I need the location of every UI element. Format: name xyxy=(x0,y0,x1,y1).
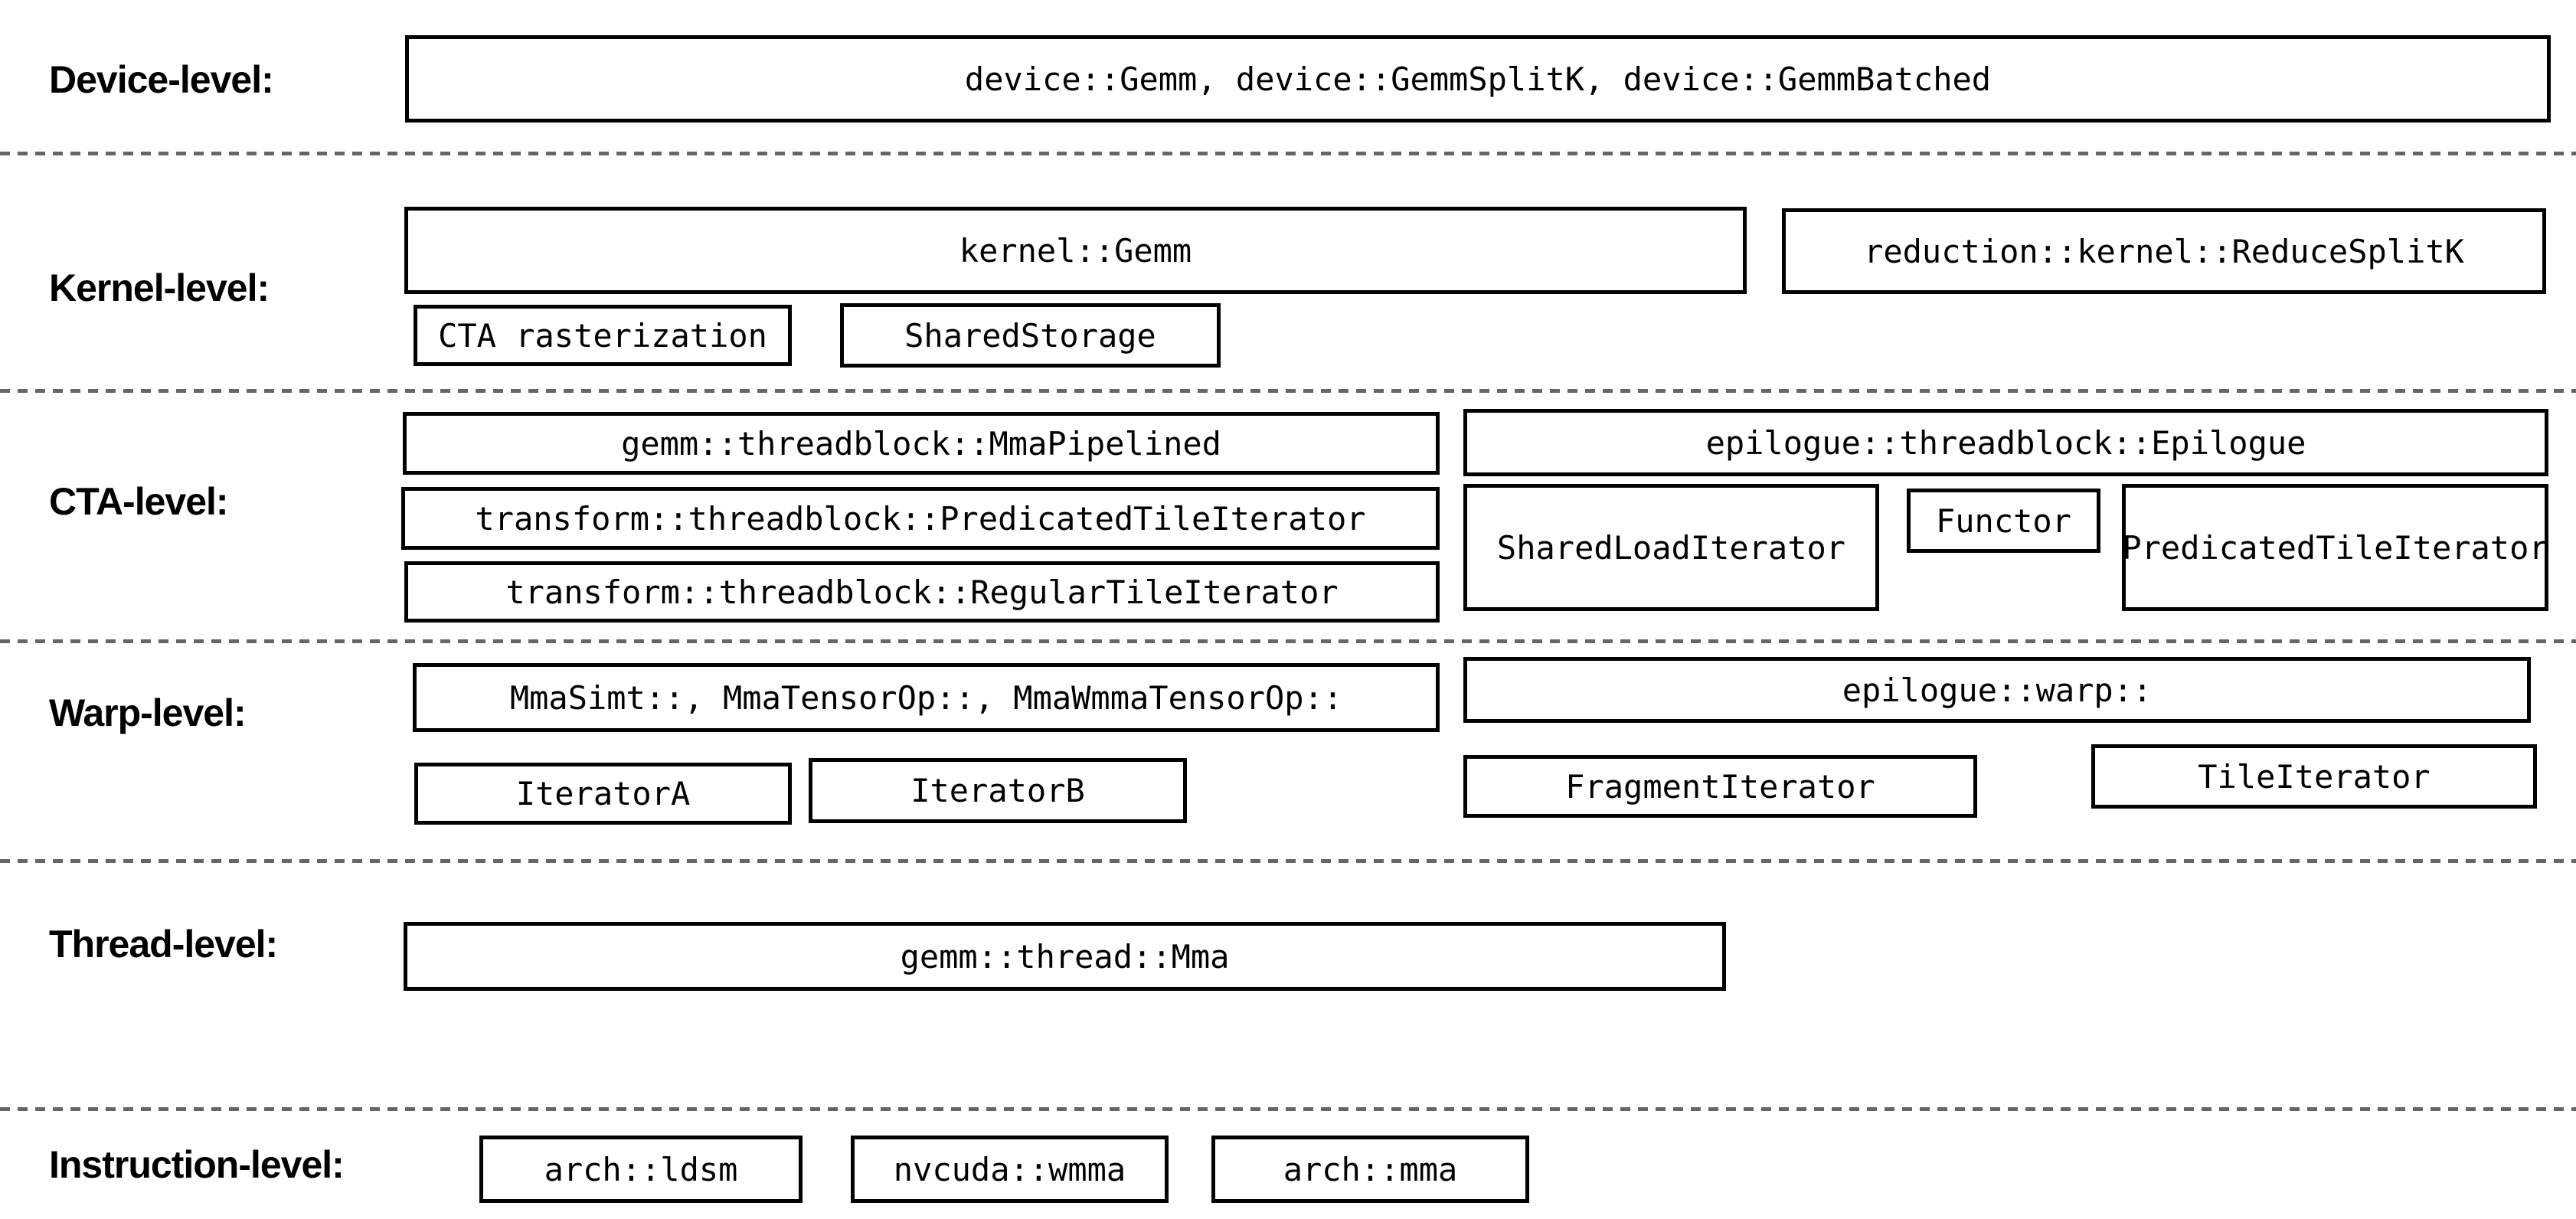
level-label-thread: Thread-level: xyxy=(49,923,278,966)
box-nvcuda-wmma: nvcuda::wmma xyxy=(851,1136,1169,1203)
box-arch-ldsm: arch::ldsm xyxy=(479,1136,803,1203)
box-predicated-tile-iterator: PredicatedTileIterator xyxy=(2122,484,2548,611)
box-iterator-b: IteratorB xyxy=(809,758,1187,823)
box-gemm-threadblock-mma-pipelined: gemm::threadblock::MmaPipelined xyxy=(403,412,1440,475)
dashed-separator-warp-thread xyxy=(0,859,2576,863)
box-cta-rasterization: CTA rasterization xyxy=(414,305,792,366)
box-epilogue-warp: epilogue::warp:: xyxy=(1463,657,2531,723)
dashed-separator-kernel-cta xyxy=(0,389,2576,393)
dashed-separator-thread-instruction xyxy=(0,1107,2576,1111)
level-label-warp: Warp-level: xyxy=(49,691,247,734)
level-label-kernel: Kernel-level: xyxy=(49,266,270,309)
box-shared-load-iterator: SharedLoadIterator xyxy=(1463,484,1879,611)
box-transform-threadblock-predicated-tile-iterator: transform::threadblock::PredicatedTileIt… xyxy=(401,487,1440,550)
dashed-separator-device-kernel xyxy=(0,152,2576,155)
box-tile-iterator: TileIterator xyxy=(2091,744,2537,809)
box-device-gemm: device::Gemm, device::GemmSplitK, device… xyxy=(405,35,2551,123)
level-label-device: Device-level: xyxy=(49,58,274,101)
box-gemm-thread-mma: gemm::thread::Mma xyxy=(404,922,1726,991)
box-functor: Functor xyxy=(1907,489,2100,553)
box-reduction-kernel-reduce-splitk: reduction::kernel::ReduceSplitK xyxy=(1782,208,2546,294)
box-transform-threadblock-regular-tile-iterator: transform::threadblock::RegularTileItera… xyxy=(404,561,1440,623)
level-label-cta: CTA-level: xyxy=(49,480,229,523)
dashed-separator-cta-warp xyxy=(0,639,2576,643)
box-epilogue-threadblock-epilogue: epilogue::threadblock::Epilogue xyxy=(1463,409,2548,476)
box-arch-mma: arch::mma xyxy=(1211,1136,1529,1203)
box-iterator-a: IteratorA xyxy=(414,763,792,825)
box-mma-simt-tensorop-wmma: MmaSimt::, MmaTensorOp::, MmaWmmaTensorO… xyxy=(413,663,1440,732)
box-fragment-iterator: FragmentIterator xyxy=(1463,755,1977,818)
level-label-instruction: Instruction-level: xyxy=(49,1143,345,1186)
box-shared-storage: SharedStorage xyxy=(840,303,1221,368)
box-kernel-gemm: kernel::Gemm xyxy=(404,207,1747,294)
